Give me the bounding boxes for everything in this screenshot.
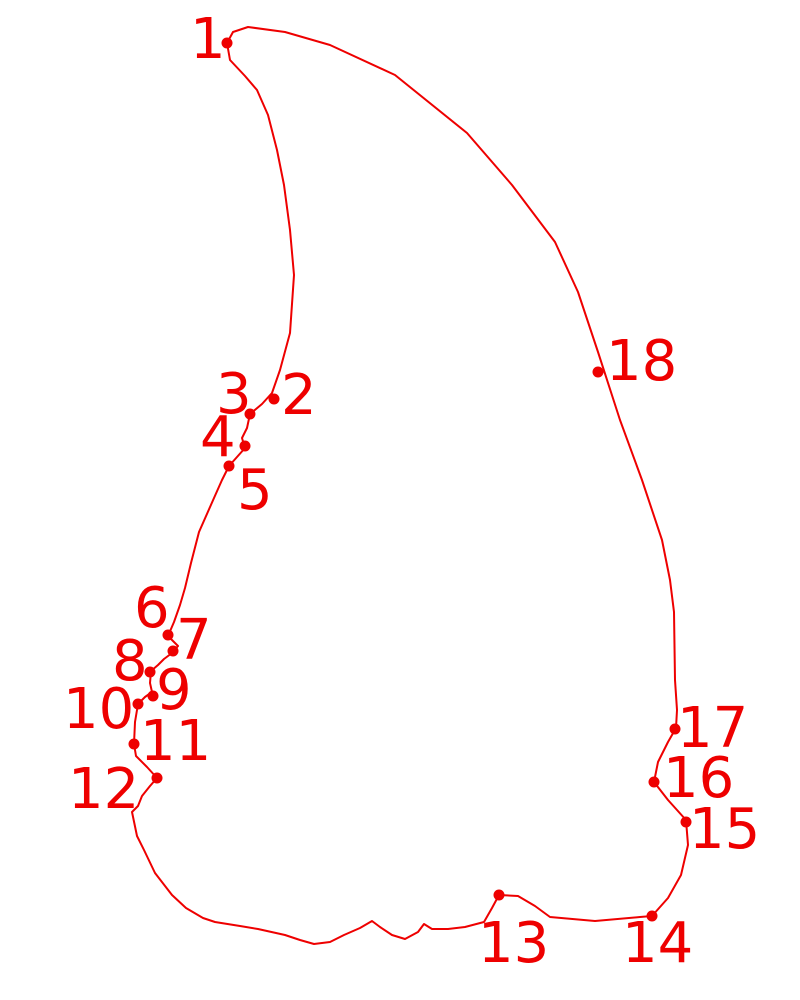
marker-label-8: 8 (112, 629, 148, 694)
marker-dot-18 (592, 366, 604, 378)
marker-dot-8 (144, 666, 156, 678)
marker-dot-16 (648, 776, 660, 788)
marker-label-9: 9 (156, 658, 192, 723)
marker-dot-3 (244, 408, 256, 420)
marker-dot-6 (162, 629, 174, 641)
marker-label-12: 12 (68, 757, 139, 822)
marker-dot-5 (223, 460, 235, 472)
marker-dot-2 (268, 393, 280, 405)
marker-label-14: 14 (622, 911, 693, 976)
marker-dot-1 (221, 37, 233, 49)
marker-dot-7 (167, 645, 179, 657)
marker-dot-9 (147, 690, 159, 702)
marker-label-4: 4 (200, 405, 236, 470)
marker-label-18: 18 (606, 329, 677, 394)
marker-dot-13 (493, 889, 505, 901)
marker-dot-4 (239, 440, 251, 452)
marker-dot-11 (128, 738, 140, 750)
marker-label-2: 2 (281, 363, 317, 428)
marker-label-7: 7 (176, 608, 212, 673)
markers-layer (128, 37, 692, 922)
marker-label-5: 5 (237, 458, 273, 523)
marker-label-13: 13 (478, 911, 549, 976)
marker-label-3: 3 (216, 362, 252, 427)
marker-label-17: 17 (677, 696, 748, 761)
marker-label-10: 10 (63, 677, 134, 742)
marker-label-15: 15 (689, 797, 760, 862)
marker-dot-10 (132, 698, 144, 710)
marker-label-11: 11 (140, 709, 211, 774)
island-outline (131, 26, 689, 945)
marker-label-1: 1 (190, 7, 226, 72)
marker-dot-14 (646, 910, 658, 922)
marker-label-6: 6 (134, 576, 170, 641)
marker-dot-17 (669, 723, 681, 735)
marker-label-16: 16 (663, 746, 734, 811)
marker-dot-15 (680, 816, 692, 828)
marker-dot-12 (151, 772, 163, 784)
